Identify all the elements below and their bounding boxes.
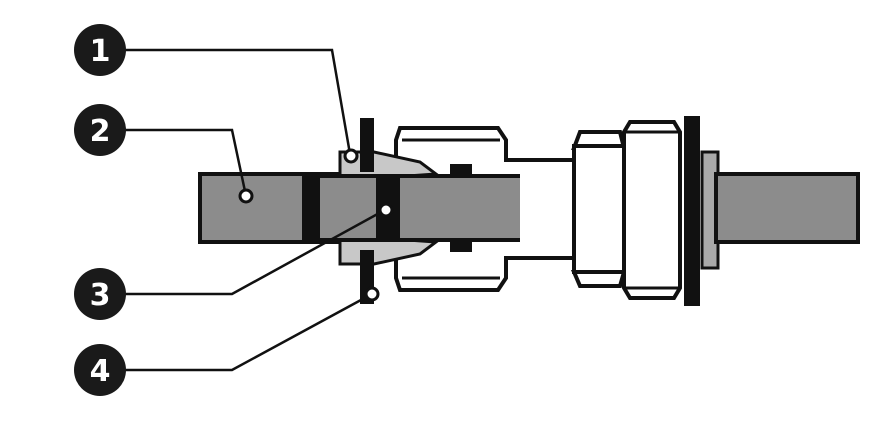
o-ring-bottom	[450, 240, 472, 252]
callout-4: 4	[74, 344, 126, 396]
callout-1: 1	[74, 24, 126, 76]
leader-line-4	[100, 292, 373, 372]
leader-dot-3	[378, 202, 394, 218]
outlet-pipe	[700, 150, 860, 270]
leader-line-3	[100, 209, 384, 296]
collet-clip	[360, 118, 374, 172]
leader-line-1	[100, 48, 352, 155]
insertion-depth-mark	[302, 176, 320, 240]
callout-1-number: 1	[90, 34, 111, 69]
leader-line-2	[100, 128, 248, 197]
callout-2: 2	[74, 104, 126, 156]
right-collet-clip	[684, 116, 700, 306]
callout-3-number: 3	[90, 278, 111, 313]
leader-dots	[238, 148, 394, 302]
o-ring-top	[450, 164, 472, 176]
leader-dot-2	[238, 188, 254, 204]
callout-3: 3	[74, 268, 126, 320]
fitting-body-centre	[570, 120, 682, 300]
callout-2-number: 2	[90, 114, 111, 149]
leader-dot-1	[343, 148, 359, 164]
leader-dot-4	[364, 286, 380, 302]
callout-4-number: 4	[90, 354, 111, 389]
leader-lines	[100, 48, 384, 372]
